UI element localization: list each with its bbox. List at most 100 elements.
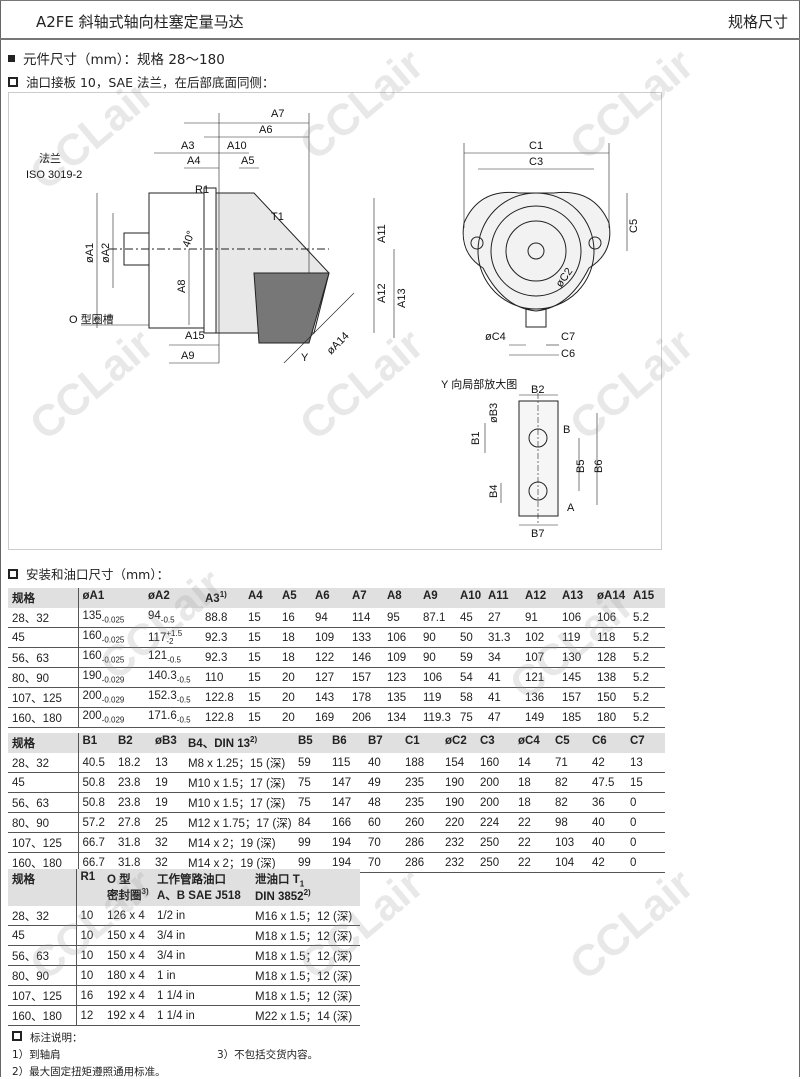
table-cell: 185 xyxy=(558,707,593,728)
column-header-text: A10 xyxy=(460,590,482,602)
table-cell: 56、63 xyxy=(8,647,79,668)
table-cell: 91 xyxy=(521,608,558,628)
column-header-text: A8 xyxy=(387,590,402,602)
label-b3: øB3 xyxy=(488,403,500,423)
section-heading-port-plate: 油口接板 10，SAE 法兰，在后部底面同侧： xyxy=(8,72,274,91)
cell-value: 190 xyxy=(82,670,102,683)
table-cell: 121 xyxy=(521,667,558,688)
table-cell: 192 x 4 xyxy=(103,1005,153,1026)
table-cell: 80、90 xyxy=(8,812,79,833)
table-cell: 47 xyxy=(484,707,521,728)
table-cell: 147 xyxy=(328,792,364,813)
column-header: A4 xyxy=(244,588,278,608)
table-cell: 15 xyxy=(244,667,278,688)
table-cell: 109 xyxy=(311,627,348,648)
table-cell: 1 1/4 in xyxy=(153,985,251,1006)
column-header: O 型密封圈3) xyxy=(103,869,153,906)
table-cell: 135 xyxy=(383,687,419,708)
footnote-ref: 3) xyxy=(141,887,149,897)
table-cell: 98 xyxy=(551,812,588,833)
table-cell: 92.3 xyxy=(201,647,244,668)
cell-value: 149 xyxy=(525,711,545,724)
cell-value: 200 xyxy=(82,710,102,723)
cell-value: 114 xyxy=(352,611,371,624)
table-cell: 146 xyxy=(348,647,383,668)
table-cell: 19 xyxy=(151,772,184,793)
cell-value: 80、90 xyxy=(12,672,50,685)
table-cell: 171.6-0.5 xyxy=(144,707,201,728)
table-cell: 28、32 xyxy=(8,608,79,628)
column-header: 规格 xyxy=(8,733,79,753)
table-cell: 145 xyxy=(558,667,593,688)
cell-value: 160 xyxy=(82,650,102,663)
cell-value: 5.2 xyxy=(633,691,649,704)
cell-value: 128 xyxy=(597,651,617,664)
column-header: øA1 xyxy=(78,588,144,608)
table-cell: 180 x 4 xyxy=(103,965,153,986)
table-cell: 40.5 xyxy=(78,753,114,773)
column-header-text: A12 xyxy=(525,590,547,602)
table-cell: 32 xyxy=(151,832,184,853)
label-a7: A7 xyxy=(271,108,284,120)
column-header-line1: 泄油口 T xyxy=(255,874,300,886)
table-cell: 5.2 xyxy=(629,608,665,628)
label-a6: A6 xyxy=(259,124,272,136)
cell-value: 136 xyxy=(525,691,545,704)
table-cell: 106 xyxy=(419,667,456,688)
front-flange-shape xyxy=(462,191,611,312)
table-cell: 192 x 4 xyxy=(103,985,153,1006)
column-header-text: øB3 xyxy=(155,735,177,747)
label-a5: A5 xyxy=(241,155,254,167)
cell-value: 75 xyxy=(460,711,473,724)
label-a13: A13 xyxy=(396,288,408,308)
table-cell: 157 xyxy=(558,687,593,708)
table-cell: 80、90 xyxy=(8,667,79,688)
table-cell: 160、180 xyxy=(8,1005,77,1026)
table-cell: 1 in xyxy=(153,965,251,986)
table-cell: 126 x 4 xyxy=(103,906,153,926)
table-cell: 106 xyxy=(558,608,593,628)
table-cell: 19 xyxy=(151,792,184,813)
column-header-text: B1 xyxy=(82,735,98,747)
label-a1: øA1 xyxy=(84,243,96,263)
label-a11: A11 xyxy=(376,224,388,243)
table-cell: 15 xyxy=(244,687,278,708)
table-cell: 80、90 xyxy=(8,965,77,986)
column-header: A13 xyxy=(558,588,593,608)
table-cell: 119.3 xyxy=(419,707,456,728)
column-header: A12 xyxy=(521,588,558,608)
cell-value: 18 xyxy=(282,631,295,644)
cell-value: 135 xyxy=(387,691,407,704)
table-cell: 28、32 xyxy=(8,753,79,773)
table-cell: 180 xyxy=(593,707,629,728)
cell-value: 94 xyxy=(148,610,161,623)
column-header-text: A7 xyxy=(352,590,367,602)
table-cell: 22 xyxy=(514,832,551,853)
table-cell: 160、180 xyxy=(8,852,79,873)
tolerance: -0.029 xyxy=(101,695,125,705)
table-cell: 235 xyxy=(401,792,441,813)
cell-value: 117 xyxy=(148,631,167,644)
section-heading-text: 油口接板 10，SAE 法兰，在后部底面同侧： xyxy=(26,75,275,90)
hollow-square-icon xyxy=(8,568,18,579)
column-header-text: øA1 xyxy=(82,590,105,602)
table-cell: 31.8 xyxy=(114,832,151,853)
table-cell: 178 xyxy=(348,687,383,708)
cell-value: 127 xyxy=(315,671,335,684)
table-cell: 10 xyxy=(76,945,103,966)
column-header-text: A15 xyxy=(633,590,655,602)
tolerance: -0.029 xyxy=(101,675,125,685)
tolerance: -0.5 xyxy=(176,715,191,725)
cell-value: 160 xyxy=(82,630,102,643)
table-cell: 160-0.025 xyxy=(78,647,144,668)
table-cell: 250 xyxy=(476,852,514,873)
table-cell: 160 xyxy=(476,753,514,773)
column-header-text: B6 xyxy=(332,735,347,747)
table-cell: 152.3-0.5 xyxy=(144,687,201,708)
table-cell: 13 xyxy=(151,753,184,773)
cell-value: 5.2 xyxy=(633,651,649,664)
